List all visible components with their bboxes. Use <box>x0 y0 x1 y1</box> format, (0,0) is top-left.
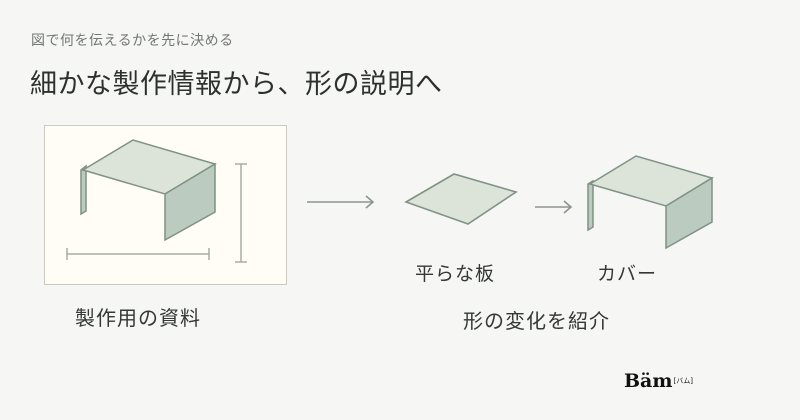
diagram-subtitle: 図で何を伝えるかを先に決める <box>31 33 234 49</box>
height-dimension <box>235 163 247 263</box>
logo-sub: [バム] <box>673 377 693 385</box>
technical-drawing-illustration <box>66 139 247 263</box>
bam-logo: Bäm[バム] <box>624 370 693 394</box>
left-caption: 製作用の資料 <box>75 306 201 330</box>
right-caption: 形の変化を紹介 <box>463 309 610 333</box>
technical-drawing-panel <box>44 125 287 285</box>
logo-main: Bäm <box>624 370 673 392</box>
cover-illustration <box>587 155 714 250</box>
flat-plate-label: 平らな板 <box>415 263 496 285</box>
flat-plate-illustration <box>404 173 518 225</box>
cover-label: カバー <box>597 263 658 285</box>
width-dimension <box>66 248 210 260</box>
arrow-right-icon <box>307 195 375 209</box>
diagram-title: 細かな製作情報から、形の説明へ <box>30 69 443 100</box>
arrow-right-icon <box>535 200 573 214</box>
